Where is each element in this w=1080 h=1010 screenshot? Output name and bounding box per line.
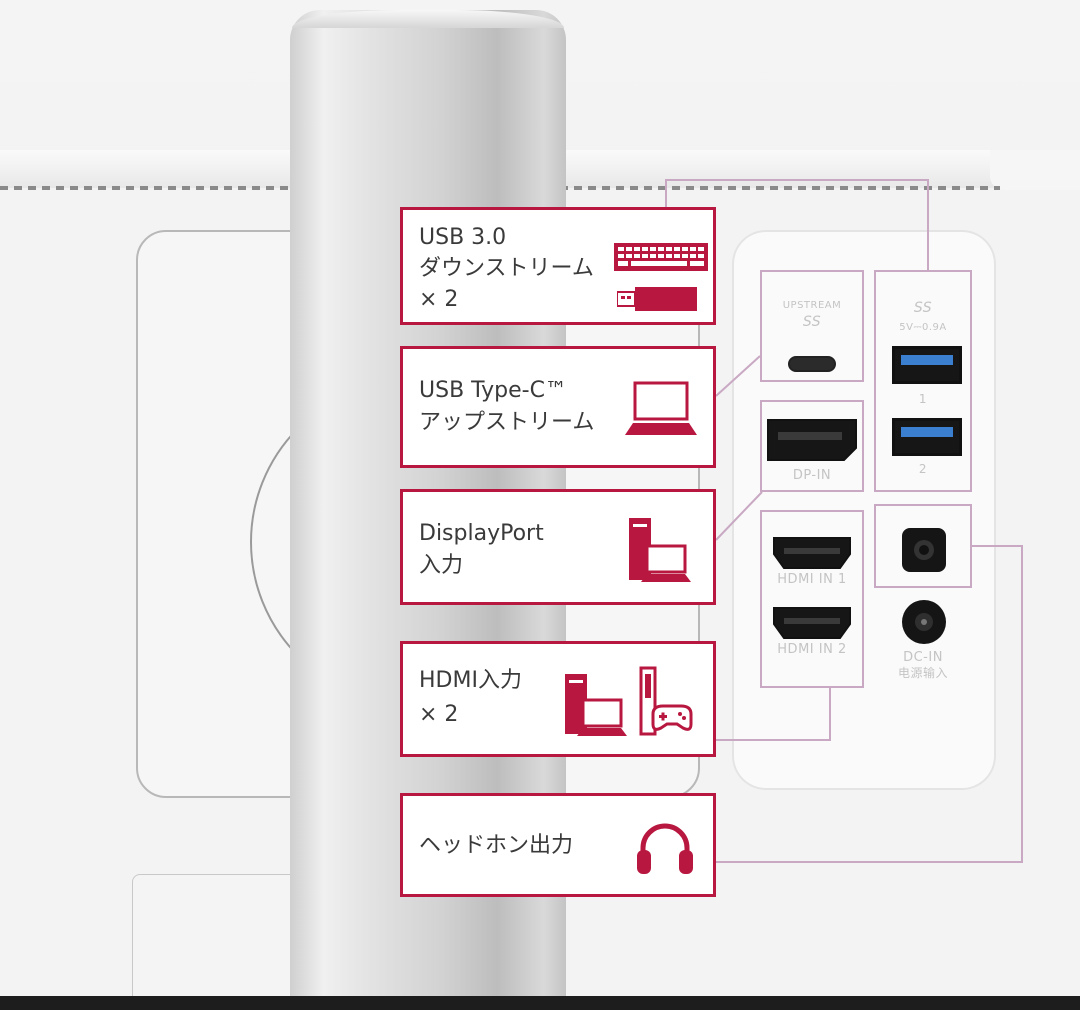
displayport-port[interactable] — [766, 418, 858, 462]
usb-a-port-2[interactable] — [892, 418, 962, 456]
usb-power-rating: 5V⎓0.9A — [899, 322, 947, 333]
label-usb30-text: USB 3.0 ダウンストリーム × 2 — [419, 225, 594, 312]
laptop-icon — [625, 381, 697, 435]
frame-usb-down — [874, 270, 972, 492]
dp-label: DP-IN — [792, 468, 832, 483]
hdmi-port-2[interactable] — [772, 606, 852, 640]
usb-c-port[interactable] — [788, 356, 836, 372]
headphones-icon — [637, 823, 693, 874]
connector-usb30 — [665, 179, 929, 270]
ss-mark-upstream: SS — [802, 314, 822, 330]
dc-in-jack[interactable] — [900, 598, 948, 646]
hdmi-port-1[interactable] — [772, 536, 852, 570]
game-console-icon — [639, 666, 693, 736]
dc-in-label-jp: 电源输入 — [897, 666, 948, 680]
label-displayport-input: DisplayPort 入力 — [400, 489, 716, 605]
hdmi2-label: HDMI IN 2 — [777, 642, 847, 657]
frame-upstream — [760, 270, 864, 382]
desktop-pc-icon — [565, 674, 627, 736]
upstream-label: UPSTREAM — [782, 300, 842, 311]
headphone-jack[interactable] — [898, 524, 950, 578]
connector-headphone — [716, 545, 1023, 863]
keyboard-icon — [614, 243, 708, 271]
usb-stick-icon — [617, 287, 697, 311]
connector-typec — [715, 355, 761, 397]
frame-dp — [760, 400, 864, 492]
bottom-edge — [0, 996, 1080, 1010]
connector-dp — [715, 491, 763, 541]
label-usb30-downstream: USB 3.0 ダウンストリーム × 2 — [400, 207, 716, 325]
desktop-pc-icon — [629, 518, 691, 582]
usb-a-port-1[interactable] — [892, 346, 962, 384]
label-typec-text: USB Type-C™ アップストリーム — [419, 378, 595, 435]
stand-pole-top — [292, 10, 564, 28]
frame-headphone — [874, 504, 972, 588]
connector-hdmi — [716, 688, 831, 741]
label-usb-typec-upstream: USB Type-C™ アップストリーム — [400, 346, 716, 468]
usb-port-1-number: 1 — [918, 392, 928, 406]
label-headphone-output: ヘッドホン出力 — [400, 793, 716, 897]
frame-hdmi — [760, 510, 864, 688]
label-dp-text: DisplayPort 入力 — [419, 521, 544, 578]
dc-in-label: DC-IN — [903, 650, 943, 665]
usb-port-2-number: 2 — [918, 462, 928, 476]
monitor-top-edge-right — [990, 150, 1080, 190]
label-headphone-text: ヘッドホン出力 — [419, 833, 574, 858]
label-hdmi-input: HDMI入力 × 2 — [400, 641, 716, 757]
hdmi1-label: HDMI IN 1 — [777, 572, 847, 587]
ss-mark-usb: SS — [913, 300, 933, 316]
label-hdmi-text: HDMI入力 × 2 — [419, 668, 522, 727]
